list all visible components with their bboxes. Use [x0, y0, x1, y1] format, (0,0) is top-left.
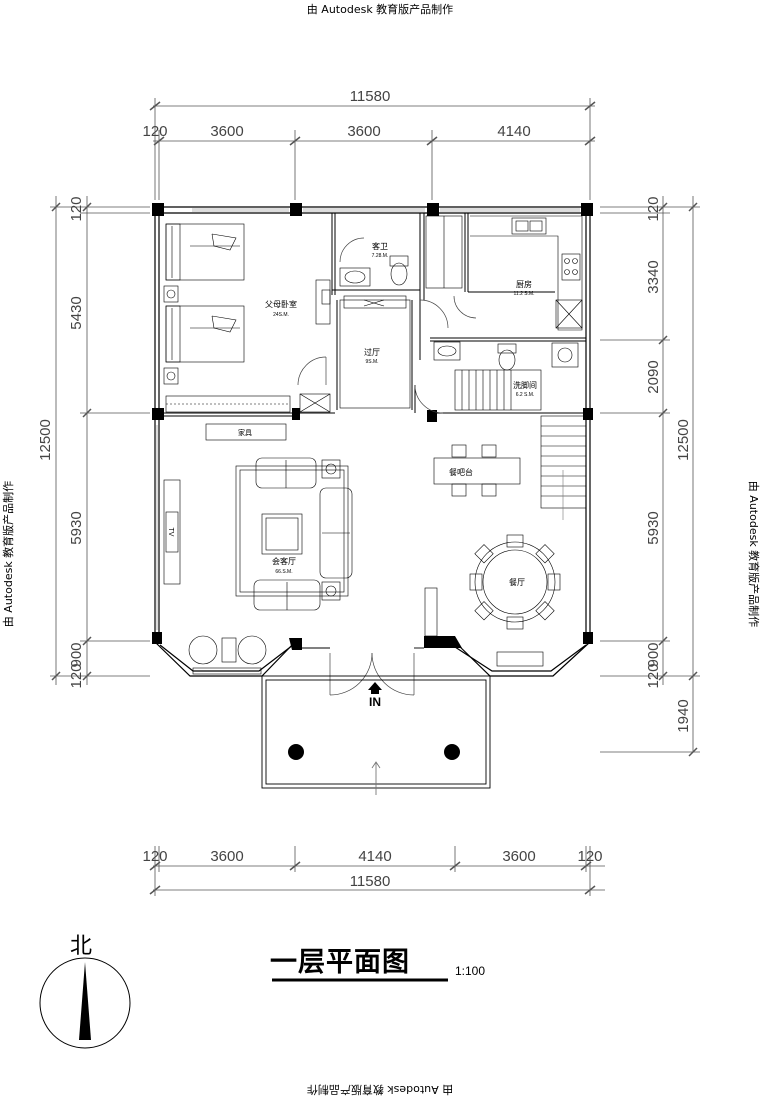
entrance-arrow-icon — [368, 682, 382, 694]
parents-bedroom-furniture — [163, 223, 331, 413]
bottom-dim-5: 120 — [577, 848, 602, 865]
living-room-furniture — [163, 423, 353, 675]
bottom-dim-2: 3600 — [210, 848, 243, 865]
left-dim-4: 900 — [68, 642, 85, 667]
watermark-top: 由 Autodesk 教育版产品制作 — [306, 3, 454, 16]
bottom-dim-4: 3600 — [502, 848, 535, 865]
right-dim-4: 5930 — [645, 511, 662, 544]
laundry-label: 洗脚间 — [513, 380, 537, 390]
right-dim-5: 900 — [645, 642, 662, 667]
dining-label: 餐厅 — [509, 578, 525, 587]
north-arrow-icon — [79, 962, 91, 1040]
hall-fixtures — [339, 295, 411, 409]
bar-label: 餐吧台 — [449, 467, 473, 477]
left-overall-dim: 12500 — [37, 419, 54, 461]
bottom-dim-3: 4140 — [358, 848, 391, 865]
right-dim-1: 120 — [645, 196, 662, 221]
kitchen-label: 厨房 — [516, 279, 532, 289]
entrance-porch — [261, 647, 491, 795]
left-dim-5: 120 — [68, 663, 85, 688]
bottom-dimension-lines — [149, 846, 605, 896]
laundry-area: 6.2 S.M. — [516, 392, 535, 398]
right-dim-2: 3340 — [645, 260, 662, 293]
exterior-walls — [154, 206, 591, 677]
interior-walls — [164, 213, 586, 417]
kitchen-fixtures — [470, 215, 583, 331]
right-dim-6: 120 — [645, 663, 662, 688]
plan-title: 一层平面图 — [270, 947, 410, 978]
plan-scale: 1:100 — [455, 964, 486, 978]
porch-column-right — [444, 744, 460, 760]
guest-bath-label: 客卫 — [372, 241, 388, 251]
dining-furniture — [424, 444, 561, 667]
cabinet-label: 家具 — [238, 428, 252, 437]
guest-bath-fixtures — [339, 215, 463, 289]
top-overall-dim: 11580 — [350, 88, 391, 105]
living-room-area: 66.S.M. — [275, 569, 292, 575]
laundry-fixtures — [433, 341, 587, 520]
compass-circle — [39, 957, 131, 1049]
right-dim-7: 1940 — [675, 699, 692, 732]
tv-label: TV — [167, 528, 174, 537]
left-dim-2: 5430 — [68, 296, 85, 329]
left-dim-1: 120 — [68, 196, 85, 221]
structural-columns — [152, 203, 593, 650]
kitchen-area: 11.2 S.M. — [513, 291, 534, 297]
left-dimension-lines — [50, 196, 150, 685]
bottom-dim-1: 120 — [142, 848, 167, 865]
left-dim-3: 5930 — [68, 511, 85, 544]
right-dim-3: 2090 — [645, 360, 662, 393]
porch-column-left — [288, 744, 304, 760]
entrance-label: IN — [369, 695, 381, 709]
right-overall-dim: 12500 — [675, 419, 692, 461]
parents-bedroom-area: 24S.M. — [273, 312, 289, 318]
top-dim-4: 4140 — [497, 123, 530, 140]
bottom-overall-dim: 11580 — [350, 873, 391, 890]
hall-label: 过厅 — [364, 347, 380, 357]
right-dimension-lines — [600, 196, 700, 757]
guest-bath-area: 7.28.M. — [372, 253, 389, 259]
north-label: 北 — [70, 934, 93, 959]
living-room-label: 会客厅 — [272, 556, 296, 566]
top-dim-3: 3600 — [347, 123, 380, 140]
top-dimension-lines — [149, 98, 596, 200]
door-swings — [297, 237, 477, 696]
top-dim-1: 120 — [142, 123, 167, 140]
top-dim-2: 3600 — [210, 123, 243, 140]
north-windows — [156, 208, 580, 630]
parents-bedroom-label: 父母卧室 — [265, 299, 297, 309]
hall-area: 9S.M. — [365, 359, 378, 365]
